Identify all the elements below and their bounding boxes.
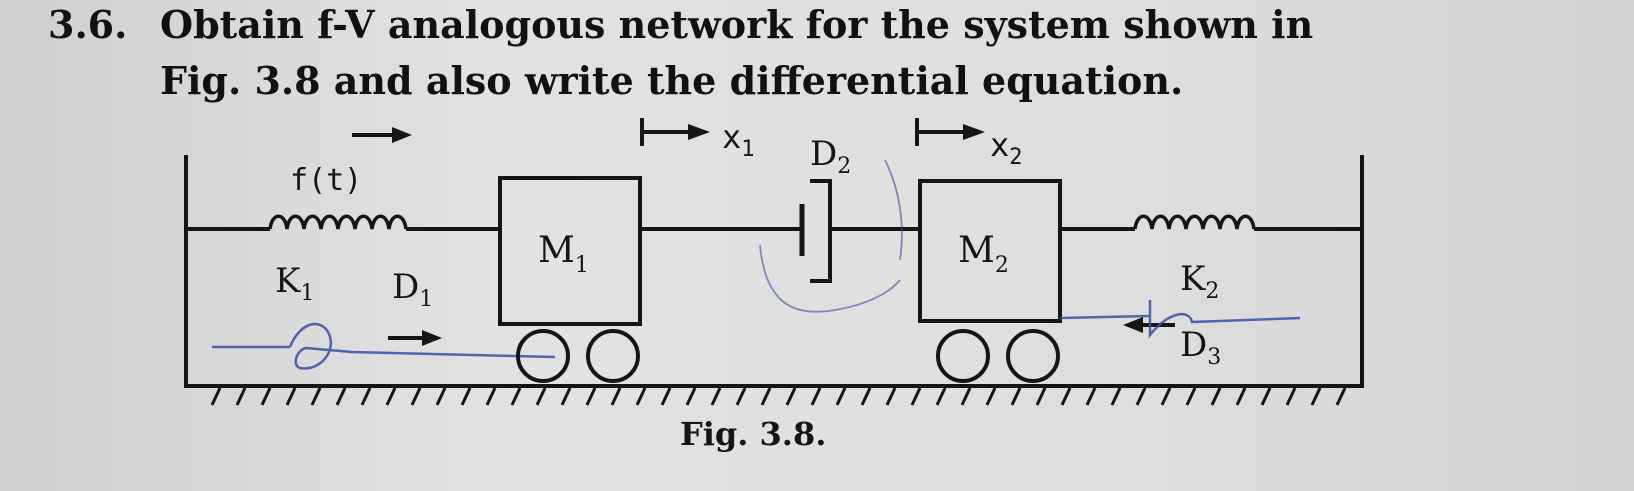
pen-damper-mark-right [1059,300,1301,339]
m1-label: M1 [538,230,589,278]
k1-label: K1 [275,261,314,306]
d1-arrow-icon [388,330,442,346]
m2-wheel-right [1006,329,1060,383]
d2-label: D2 [810,134,851,179]
m2-wheel-left [936,329,990,383]
k2-label: K2 [1180,259,1219,304]
pen-damper-mark-left [212,322,556,370]
spring-k2-icon [1133,214,1256,230]
m2-label: M2 [958,230,1009,278]
question-text-line2: Fig. 3.8 and also write the differential… [160,58,1184,103]
m1-wheel-left [516,329,570,383]
ground-hatching [210,387,1347,406]
force-arrow-icon [352,127,412,143]
d1-label: D1 [392,267,433,312]
figure-caption: Fig. 3.8. [680,415,826,453]
d3-label: D3 [1180,325,1221,370]
mass-m1-block [498,176,642,326]
question-text-line1: Obtain f-V analogous network for the sys… [160,2,1314,47]
x2-arrow-icon [915,118,985,146]
x2-label: x2 [990,126,1023,170]
pen-scribble-center [759,159,903,313]
spring-k1-icon [268,214,408,230]
x1-arrow-icon [640,118,710,146]
damper-d2-icon [810,179,832,283]
force-label: f(t) [290,163,362,198]
mass-m2-block [918,179,1062,323]
question-number: 3.6. [48,2,128,47]
x1-label: x1 [722,118,755,162]
m1-wheel-right [586,329,640,383]
